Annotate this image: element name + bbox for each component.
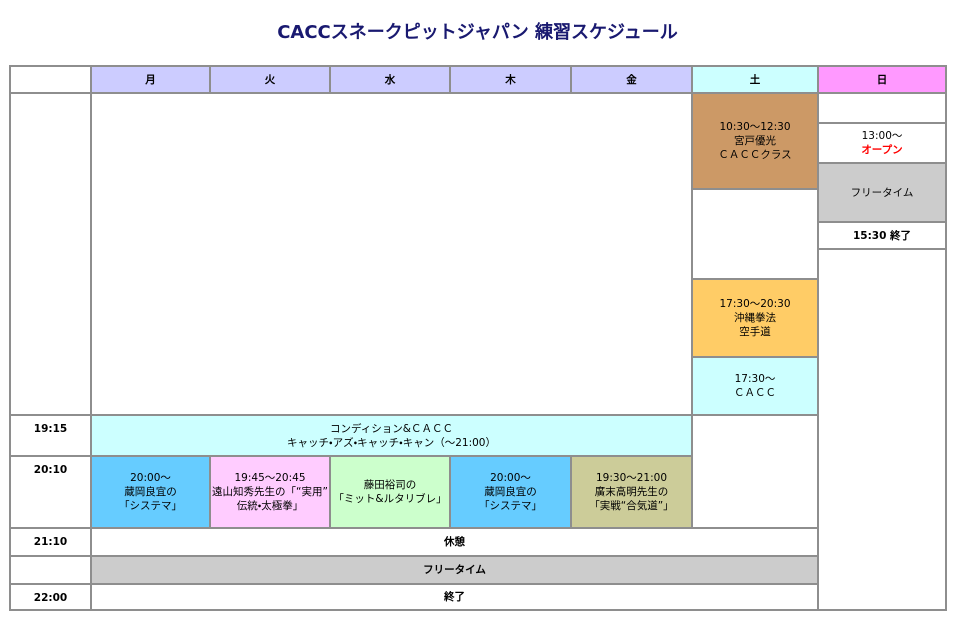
sunday-empty-bottom bbox=[819, 250, 945, 609]
free-time-row: フリータイム bbox=[92, 557, 817, 583]
thursday-systema-class: 20:00〜 蔵岡良宜の 「システマ」 bbox=[451, 457, 570, 527]
saturday-empty-evening bbox=[693, 416, 817, 527]
header-time-corner bbox=[11, 67, 90, 92]
class-name: 「実戦“合気道”」 bbox=[589, 500, 674, 512]
header-wednesday: 水 bbox=[331, 67, 449, 92]
sunday-free-time: フリータイム bbox=[819, 164, 945, 221]
saturday-empty-cell bbox=[693, 190, 817, 278]
time-label-2200: 22:00 bbox=[11, 585, 90, 609]
header-monday: 月 bbox=[92, 67, 209, 92]
class-instructor: 蔵岡良宜の bbox=[124, 486, 177, 498]
class-instructor: 蔵岡良宜の bbox=[484, 486, 537, 498]
class-name-sub: キャッチ・アズ・キャッチ・キャン（〜21:00） bbox=[287, 436, 496, 449]
class-instructor: 宮戸優光 bbox=[734, 135, 776, 147]
class-line: 遠山知秀先生の「“実用” bbox=[212, 486, 328, 498]
class-instructor: 藤田裕司の bbox=[363, 479, 417, 491]
break-row: 休憩 bbox=[92, 529, 817, 555]
class-time: 17:30〜20:30 bbox=[719, 298, 791, 310]
header-saturday: 土 bbox=[693, 67, 817, 92]
open-time: 13:00〜 bbox=[861, 130, 903, 142]
end-row: 終了 bbox=[92, 585, 817, 609]
class-instructor: 廣末高明先生の bbox=[594, 486, 669, 498]
saturday-cacc-class: 17:30〜 ＣＡＣＣ bbox=[693, 358, 817, 414]
class-time: 10:30〜12:30 bbox=[719, 121, 791, 133]
time-cell-empty-top bbox=[11, 94, 90, 414]
sunday-open-cell: 13:00〜 オープン bbox=[819, 124, 945, 162]
saturday-morning-class: 10:30〜12:30 宮戸優光 ＣＡＣＣクラス bbox=[693, 94, 817, 188]
sunday-empty-top bbox=[819, 94, 945, 122]
time-label-1915: 19:15 bbox=[11, 416, 90, 455]
class-name: 「システマ」 bbox=[479, 500, 542, 512]
class-name-sub: 空手道 bbox=[739, 326, 771, 338]
friday-aikido-class: 19:30〜21:00 廣末高明先生の 「実戦“合気道”」 bbox=[572, 457, 691, 527]
weekday-empty-block bbox=[92, 94, 691, 414]
schedule-table: 月 火 水 木 金 土 日 10:30〜12:30 宮戸優光 ＣＡＣＣクラス 1… bbox=[9, 65, 947, 611]
saturday-karate-class: 17:30〜20:30 沖縄拳法 空手道 bbox=[693, 280, 817, 356]
class-name: 「ミット&ルタリブレ」 bbox=[333, 493, 447, 505]
class-line: 伝統・太極拳」 bbox=[236, 500, 304, 512]
class-name: コンディション&ＣＡＣＣ bbox=[330, 422, 453, 435]
class-time: 19:45〜20:45 bbox=[234, 472, 306, 484]
header-sunday: 日 bbox=[819, 67, 945, 92]
header-friday: 金 bbox=[572, 67, 691, 92]
sunday-end: 15:30 終了 bbox=[819, 223, 945, 248]
class-time: 20:00〜 bbox=[490, 472, 531, 484]
time-cell-empty-free bbox=[11, 557, 90, 583]
tuesday-taichi-class: 19:45〜20:45 遠山知秀先生の「“実用” 伝統・太極拳」 bbox=[211, 457, 329, 527]
monday-systema-class: 20:00〜 蔵岡良宜の 「システマ」 bbox=[92, 457, 209, 527]
class-name: ＣＡＣＣ bbox=[734, 387, 776, 399]
wednesday-mitt-class: 藤田裕司の 「ミット&ルタリブレ」 bbox=[331, 457, 449, 527]
class-name: 沖縄拳法 bbox=[734, 312, 776, 324]
class-time: 19:30〜21:00 bbox=[595, 472, 668, 484]
weekday-condition-cacc-class: コンディション&ＣＡＣＣ キャッチ・アズ・キャッチ・キャン（〜21:00） bbox=[92, 416, 691, 455]
class-name: ＣＡＣＣクラス bbox=[718, 149, 792, 161]
header-tuesday: 火 bbox=[211, 67, 329, 92]
page-title: CACCスネークピットジャパン 練習スケジュール bbox=[277, 22, 678, 43]
open-label: オープン bbox=[861, 144, 903, 156]
header-thursday: 木 bbox=[451, 67, 570, 92]
class-time: 17:30〜 bbox=[734, 373, 776, 385]
class-name: 「システマ」 bbox=[119, 500, 182, 512]
class-time: 20:00〜 bbox=[130, 472, 171, 484]
time-label-2110: 21:10 bbox=[11, 529, 90, 555]
time-label-2010: 20:10 bbox=[11, 457, 90, 527]
